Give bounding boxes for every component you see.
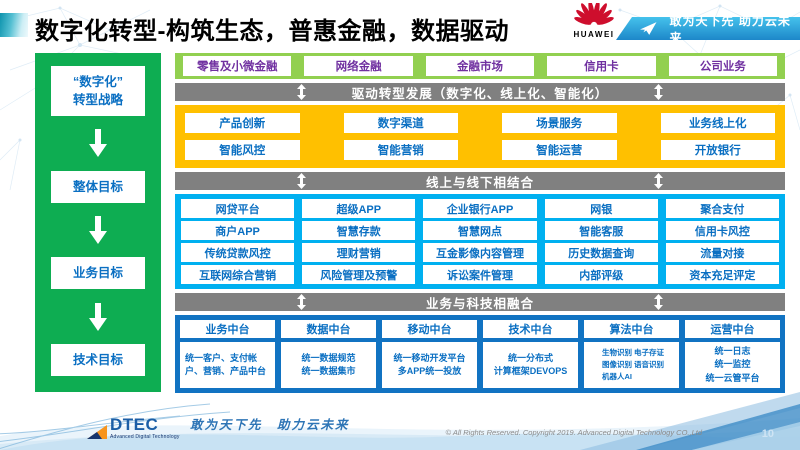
title-accent-decoration bbox=[0, 13, 28, 37]
dtec-wordmark: DTEC bbox=[110, 415, 159, 434]
application-box: 网贷平台 bbox=[181, 199, 295, 218]
platform-header: 算法中台 bbox=[584, 320, 679, 338]
strategy-sidebar: “数字化” 转型战略 整体目标 业务目标 技术目标 bbox=[35, 53, 161, 392]
banner-text: 线上与线下相结合 bbox=[425, 175, 534, 190]
banner-text: 驱动转型发展（数字化、线上化、智能化） bbox=[351, 86, 609, 101]
platform-header: 移动中台 bbox=[382, 320, 477, 338]
application-box: 传统贷款风控 bbox=[181, 243, 295, 262]
banner-tech-fusion: 业务与科技相融合 bbox=[175, 293, 785, 311]
platform-header: 运营中台 bbox=[685, 320, 780, 338]
page-title: 数字化转型-构筑生态，普惠金融，数据驱动 bbox=[35, 18, 509, 45]
application-box: 资本充足评定 bbox=[665, 265, 780, 284]
application-row: 传统贷款风控 理财营销 互金影像内容管理 历史数据查询 流量对接 bbox=[181, 243, 780, 262]
application-box: 理财营销 bbox=[302, 243, 416, 262]
platform-header: 业务中台 bbox=[180, 320, 275, 338]
capability-box: 智能运营 bbox=[502, 140, 617, 160]
business-lines-band: 零售及小微金融 网络金融 金融市场 信用卡 公司业务 bbox=[175, 53, 785, 79]
platform-header: 数据中台 bbox=[281, 320, 376, 338]
platform-column: 技术中台 统一分布式 计算框架DEVOPS bbox=[483, 320, 578, 388]
platform-detail: 统一数据规范 统一数据集市 bbox=[281, 342, 376, 388]
sidebar-goal-box: 业务目标 bbox=[51, 257, 145, 290]
application-box: 智慧存款 bbox=[302, 221, 416, 240]
application-box: 诉讼案件管理 bbox=[423, 265, 537, 284]
application-box: 历史数据查询 bbox=[544, 243, 658, 262]
sidebar-goal-box: 技术目标 bbox=[51, 343, 145, 376]
huawei-flower-icon bbox=[574, 3, 614, 25]
application-box: 风险管理及预警 bbox=[302, 265, 416, 284]
page-number: 10 bbox=[761, 428, 774, 440]
business-line-box: 零售及小微金融 bbox=[183, 56, 292, 76]
platform-detail: 统一移动开发平台 多APP统一投放 bbox=[382, 342, 477, 388]
up-down-arrow-icon bbox=[297, 84, 306, 100]
huawei-wordmark: HUAWEI bbox=[573, 30, 615, 39]
business-line-box: 公司业务 bbox=[668, 56, 778, 76]
application-row: 商户APP 智慧存款 智慧网点 智能客服 信用卡风控 bbox=[181, 221, 780, 240]
header-tagline-banner: 敢为天下先 助力云未来 bbox=[616, 17, 800, 40]
platform-header: 技术中台 bbox=[483, 320, 578, 338]
business-line-box: 网络金融 bbox=[304, 56, 413, 76]
application-row: 网贷平台 超级APP 企业银行APP 网银 聚合支付 bbox=[181, 199, 780, 218]
capability-box: 开放银行 bbox=[660, 140, 775, 160]
banner-text: 业务与科技相融合 bbox=[425, 296, 534, 311]
down-arrow-icon bbox=[89, 129, 107, 158]
architecture-diagram: 零售及小微金融 网络金融 金融市场 信用卡 公司业务 驱动转型发展（数字化、线上… bbox=[175, 53, 785, 393]
application-box: 智慧网点 bbox=[423, 221, 537, 240]
footer-slogan: 敢为天下先 助力云未来 bbox=[190, 418, 350, 432]
platform-detail: 生物识别 电子存证 图像识别 语音识别 机器人AI bbox=[584, 342, 679, 388]
dtec-subtitle: Advanced Digital Technology bbox=[110, 434, 180, 440]
application-box: 超级APP bbox=[302, 199, 416, 218]
up-down-arrow-icon bbox=[654, 173, 663, 189]
platform-column: 运营中台 统一日志 统一监控 统一云管平台 bbox=[685, 320, 780, 388]
capability-box: 智能风控 bbox=[185, 140, 300, 160]
capability-box: 场景服务 bbox=[502, 113, 617, 133]
banner-online-offline: 线上与线下相结合 bbox=[175, 172, 785, 190]
application-box: 企业银行APP bbox=[423, 199, 537, 218]
footer-wave-decoration bbox=[0, 392, 800, 450]
header-tagline-text: 敢为天下先 助力云未来 bbox=[669, 13, 791, 45]
application-box: 智能客服 bbox=[544, 221, 658, 240]
up-down-arrow-icon bbox=[654, 84, 663, 100]
capability-row: 产品创新 数字渠道 场景服务 业务线上化 bbox=[185, 113, 775, 133]
application-box: 商户APP bbox=[181, 221, 295, 240]
application-box: 互金影像内容管理 bbox=[423, 243, 537, 262]
platform-detail: 统一分布式 计算框架DEVOPS bbox=[483, 342, 578, 388]
platform-column: 业务中台 统一客户、支付帐户、营销、产品中台 bbox=[180, 320, 275, 388]
platform-detail: 统一客户、支付帐户、营销、产品中台 bbox=[180, 342, 275, 388]
capability-band: 产品创新 数字渠道 场景服务 业务线上化 智能风控 智能营销 智能运营 开放银行 bbox=[175, 105, 785, 168]
platform-column: 数据中台 统一数据规范 统一数据集市 bbox=[281, 320, 376, 388]
application-row: 互联网综合营销 风险管理及预警 诉讼案件管理 内部评级 资本充足评定 bbox=[181, 265, 780, 284]
down-arrow-icon bbox=[89, 216, 107, 245]
capability-box: 数字渠道 bbox=[343, 113, 458, 133]
application-box: 信用卡风控 bbox=[665, 221, 780, 240]
business-line-box: 金融市场 bbox=[425, 56, 535, 76]
down-arrow-icon bbox=[89, 302, 107, 331]
sidebar-strategy-box: “数字化” 转型战略 bbox=[51, 66, 145, 117]
business-line-box: 信用卡 bbox=[547, 56, 656, 76]
application-box: 流量对接 bbox=[665, 243, 780, 262]
capability-box: 产品创新 bbox=[185, 113, 300, 133]
application-box: 网银 bbox=[544, 199, 658, 218]
paper-plane-icon bbox=[640, 22, 657, 35]
capability-box: 智能营销 bbox=[343, 140, 458, 160]
application-band: 网贷平台 超级APP 企业银行APP 网银 聚合支付 商户APP 智慧存款 智慧… bbox=[175, 194, 785, 289]
dtec-logo: DTEC Advanced Digital Technology bbox=[86, 416, 180, 440]
up-down-arrow-icon bbox=[654, 294, 663, 310]
platform-column: 移动中台 统一移动开发平台 多APP统一投放 bbox=[382, 320, 477, 388]
footer-copyright: © All Rights Reserved. Copyright 2019. A… bbox=[445, 428, 703, 437]
sidebar-goal-box: 整体目标 bbox=[51, 170, 145, 203]
application-box: 内部评级 bbox=[544, 265, 658, 284]
application-box: 互联网综合营销 bbox=[181, 265, 295, 284]
up-down-arrow-icon bbox=[297, 294, 306, 310]
application-box: 聚合支付 bbox=[665, 199, 780, 218]
capability-box: 业务线上化 bbox=[660, 113, 775, 133]
capability-row: 智能风控 智能营销 智能运营 开放银行 bbox=[185, 140, 775, 160]
up-down-arrow-icon bbox=[297, 173, 306, 189]
huawei-logo: HUAWEI bbox=[571, 3, 617, 39]
platform-detail: 统一日志 统一监控 统一云管平台 bbox=[685, 342, 780, 388]
platform-column: 算法中台 生物识别 电子存证 图像识别 语音识别 机器人AI bbox=[584, 320, 679, 388]
dtec-mark-icon bbox=[87, 425, 107, 439]
banner-drive-transformation: 驱动转型发展（数字化、线上化、智能化） bbox=[175, 83, 785, 101]
platform-band: 业务中台 统一客户、支付帐户、营销、产品中台 数据中台 统一数据规范 统一数据集… bbox=[175, 315, 785, 393]
